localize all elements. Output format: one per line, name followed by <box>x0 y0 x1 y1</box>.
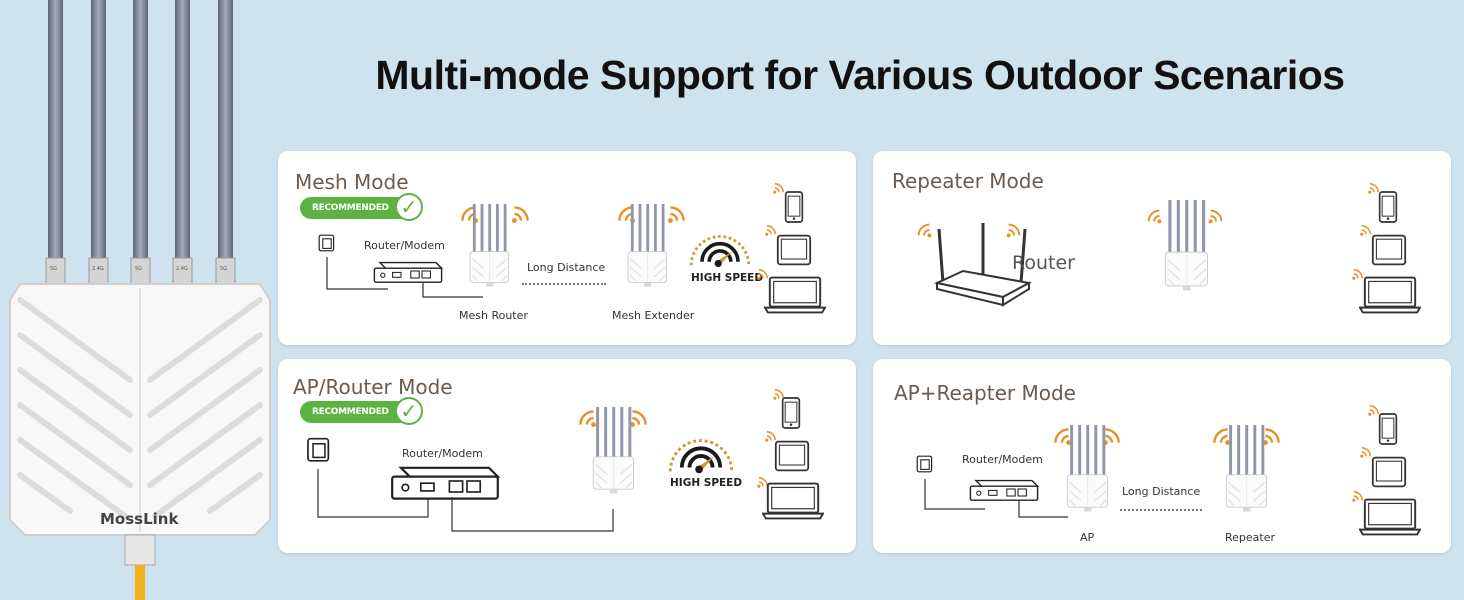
ap-label: AP <box>1080 531 1095 544</box>
phone-icon <box>784 189 804 225</box>
router-modem-label: Router/Modem <box>402 447 483 460</box>
speed-gauge-icon <box>662 431 740 479</box>
panel-ap-repeater-mode: AP+Reapter Mode Router/Modem AP Long Dis… <box>873 359 1451 553</box>
panel-repeater-mode: Repeater Mode Router <box>873 151 1451 345</box>
antenna-label: 5G <box>220 266 228 272</box>
antenna-label: 2.4G <box>176 266 188 272</box>
mesh-extender-label: Mesh Extender <box>612 309 695 322</box>
wifi-signal-icon <box>915 221 933 239</box>
laptop-icon <box>764 275 826 315</box>
repeater-label: Repeater <box>1225 531 1276 544</box>
router-modem-label: Router/Modem <box>962 453 1043 466</box>
laptop-icon <box>1359 275 1421 315</box>
tablet-icon <box>776 233 812 267</box>
long-distance-label: Long Distance <box>1122 485 1201 498</box>
panel-title: AP+Reapter Mode <box>894 381 1076 405</box>
cable-lines <box>326 257 483 298</box>
antenna-label: 2.4G <box>92 266 104 272</box>
panel-title: Mesh Mode <box>295 170 409 194</box>
distance-line <box>522 283 606 285</box>
badge-text: RECOMMENDED <box>312 203 389 213</box>
cable-lines <box>924 479 1068 518</box>
recommended-badge: RECOMMENDED ✓ <box>300 193 423 221</box>
cable-lines <box>317 469 614 532</box>
ap-device-icon <box>591 395 635 507</box>
high-speed-label: HIGH SPEED <box>691 272 764 284</box>
phone-icon <box>781 395 801 431</box>
phone-icon <box>1378 189 1398 225</box>
panel-ap-router-mode: AP/Router Mode RECOMMENDED ✓ Router/Modem… <box>278 359 856 553</box>
long-distance-label: Long Distance <box>527 261 606 274</box>
tablet-icon <box>1371 455 1407 489</box>
panel-title: Repeater Mode <box>892 169 1044 193</box>
repeater-device-icon <box>1163 189 1209 303</box>
brand-logo: MossLink <box>100 510 179 528</box>
mesh-router-label: Mesh Router <box>459 309 528 322</box>
high-speed-label: HIGH SPEED <box>670 477 743 489</box>
wifi-signal-icon <box>666 203 688 225</box>
distance-line <box>1120 509 1202 511</box>
check-icon: ✓ <box>394 193 423 221</box>
wifi-signal-icon <box>1145 207 1163 225</box>
antenna-label: 5G <box>50 266 58 272</box>
recommended-badge: RECOMMENDED ✓ <box>300 397 423 425</box>
antenna-label: 5G <box>135 266 143 272</box>
wifi-signal-icon <box>510 203 532 225</box>
badge-text: RECOMMENDED <box>312 407 389 417</box>
router-modem-label: Router/Modem <box>364 239 445 252</box>
check-icon: ✓ <box>394 397 423 425</box>
wifi-signal-icon <box>1207 207 1225 225</box>
phone-icon <box>1378 411 1398 447</box>
repeater-device-icon <box>1224 413 1268 525</box>
product-image: 5G 2.4G 5G 2.4G 5G MossLink <box>0 0 280 600</box>
router-label: Router <box>1012 252 1075 274</box>
tablet-icon <box>1371 233 1407 267</box>
laptop-icon <box>1359 497 1421 537</box>
panel-mesh-mode: Mesh Mode RECOMMENDED ✓ Router/Modem Mesh… <box>278 151 856 345</box>
mesh-extender-device-icon <box>626 191 668 301</box>
laptop-icon <box>762 481 824 521</box>
router-device-icon <box>933 223 1032 307</box>
mesh-router-device-icon <box>468 191 510 301</box>
tablet-icon <box>774 439 810 473</box>
panel-title: AP/Router Mode <box>293 375 453 399</box>
ap-device-icon <box>1065 413 1109 525</box>
speed-gauge-icon <box>684 227 756 273</box>
page-title: Multi-mode Support for Various Outdoor S… <box>375 52 1345 98</box>
